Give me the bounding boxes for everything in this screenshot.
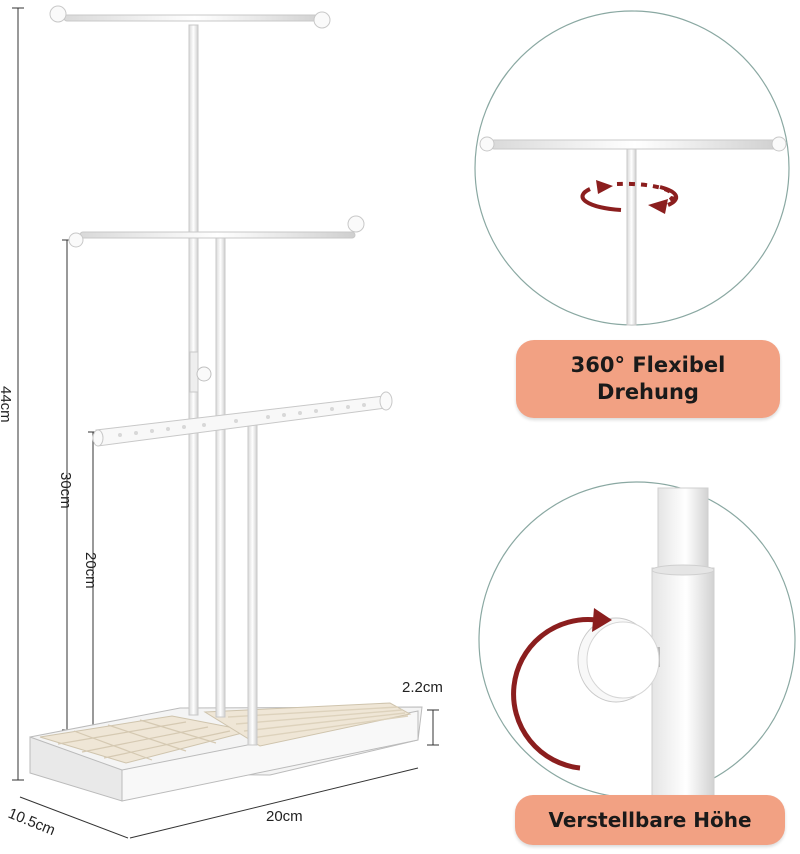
jewelry-stand bbox=[29, 5, 423, 802]
total-height-label: 44cm bbox=[0, 386, 14, 423]
height-feature-badge: Verstellbare Höhe bbox=[515, 795, 785, 845]
rotation-detail bbox=[474, 10, 790, 326]
height-adjust-detail bbox=[478, 481, 796, 799]
width-label: 20cm bbox=[266, 808, 303, 825]
rotation-feature-line1: 360° Flexibel bbox=[570, 352, 726, 377]
height-feature-label: Verstellbare Höhe bbox=[548, 808, 752, 832]
adjust-arrow-icon bbox=[511, 608, 612, 771]
rotation-feature-badge: 360° Flexibel Drehung bbox=[516, 340, 780, 418]
rotation-arrow-icon bbox=[580, 181, 679, 212]
tray-height-label: 2.2cm bbox=[402, 679, 443, 696]
middle-height-label: 30cm bbox=[57, 472, 74, 509]
rotation-feature-line2: Drehung bbox=[597, 380, 699, 404]
lower-height-label: 20cm bbox=[82, 552, 99, 589]
dimension-lines bbox=[12, 7, 439, 839]
